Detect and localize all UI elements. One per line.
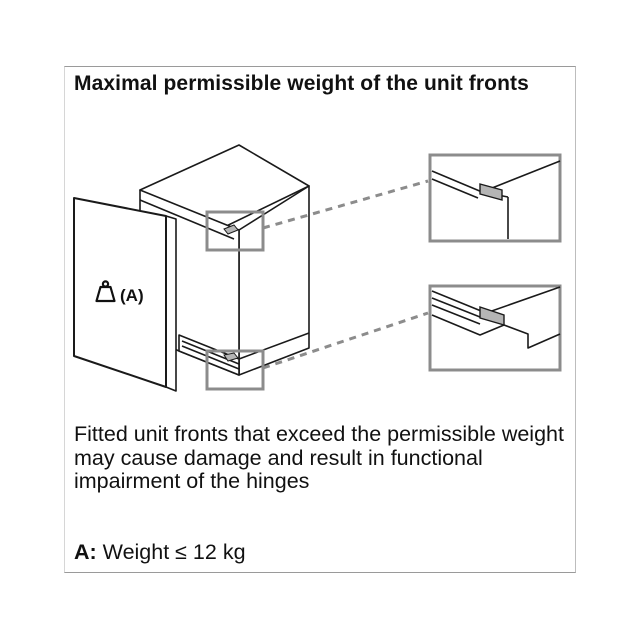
upper-hinge-detail — [428, 153, 562, 243]
lower-hinge-highlight-box — [205, 349, 265, 391]
weight-icon — [95, 280, 116, 303]
unit-front-panel — [73, 197, 177, 392]
upper-hinge — [223, 224, 239, 235]
content-frame — [64, 66, 576, 573]
upper-leader-line — [262, 179, 429, 230]
spec-value: Weight ≤ 12 kg — [96, 540, 246, 564]
weight-spec: A: Weight ≤ 12 kg — [74, 540, 246, 564]
spec-key: A: — [74, 540, 97, 564]
upper-hinge-highlight-box — [205, 210, 265, 252]
warning-description: Fitted unit fronts that exceed the permi… — [74, 422, 564, 493]
front-weight-label: (A) — [120, 286, 144, 305]
appliance-illustration: (A) — [73, 144, 562, 392]
lower-hinge — [223, 352, 239, 362]
lower-hinge-detail — [428, 284, 562, 372]
page-title: Maximal permissible weight of the unit f… — [74, 72, 529, 95]
lower-leader-line — [262, 311, 429, 370]
